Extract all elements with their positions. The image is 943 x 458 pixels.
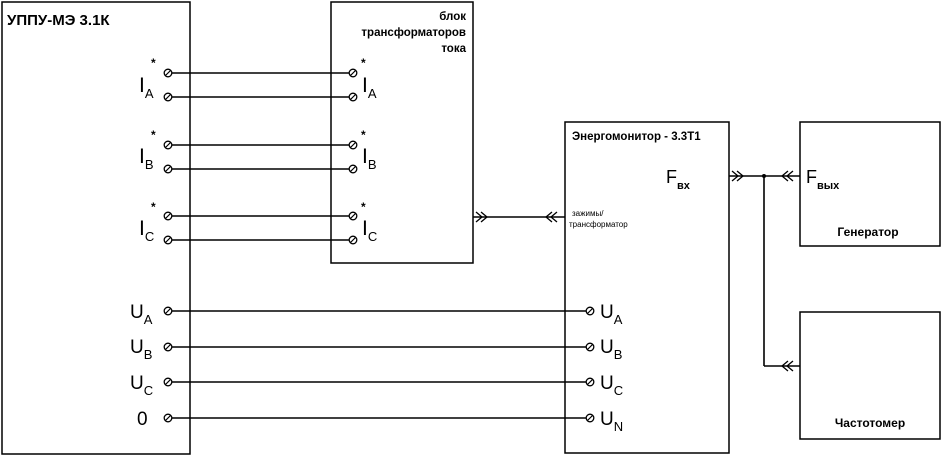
- terminal-icon: [585, 342, 595, 352]
- terminal-icon: [585, 306, 595, 316]
- ct-ic-star: *: [361, 200, 366, 214]
- ct-unit-labels: IA * IB * IC *: [361, 56, 377, 244]
- terminal-icon: [163, 68, 173, 78]
- source-current-terminals: [163, 68, 173, 245]
- source-uc-label: UC: [130, 373, 153, 398]
- monitor-uc-label: UC: [600, 373, 623, 398]
- ct-unit-title-line-2: трансформаторов: [361, 27, 466, 39]
- voltage-wires: [168, 310, 588, 419]
- energomonitor-fin-label: Fвх: [666, 167, 691, 192]
- source-ib-label: IB: [139, 145, 154, 172]
- terminal-icon: [163, 92, 173, 102]
- source-ic-star: *: [151, 200, 156, 214]
- monitor-ub-label: UB: [600, 337, 622, 362]
- freqmeter-input-chevron-icon: [780, 360, 794, 372]
- terminal-icon: [348, 68, 358, 78]
- ct-unit-title-line-1: блок: [439, 11, 466, 23]
- source-ua-label: UA: [130, 302, 153, 327]
- terminal-icon: [585, 413, 595, 423]
- current-wires: [168, 72, 351, 241]
- source-ia-label: IA: [139, 74, 154, 101]
- energomonitor-block: Энергомонитор - 3.3Т1 Fвх зажимы/ трансф…: [564, 121, 730, 454]
- source-ic-label: IC: [139, 217, 154, 244]
- ct-ia-star: *: [361, 56, 366, 70]
- terminal-icon: [163, 377, 173, 387]
- source-block: УППУ-МЭ 3.1К: [1, 1, 191, 455]
- monitor-un-label: UN: [600, 409, 623, 434]
- generator-block: Fвых Генератор: [799, 121, 941, 247]
- energomonitor-input-label-1: зажимы/: [572, 209, 604, 218]
- ct-unit-block: блок трансформаторов тока: [330, 1, 474, 264]
- terminal-icon: [348, 164, 358, 174]
- monitor-voltage-labels: UA UB UC UN: [600, 302, 623, 434]
- ct-unit-title-line-3: тока: [441, 43, 466, 55]
- freqmeter-block: Частотомер: [799, 311, 941, 440]
- energomonitor-title: Энергомонитор - 3.3Т1: [572, 131, 701, 143]
- source-ia-star: *: [151, 56, 156, 70]
- terminal-icon: [163, 413, 173, 423]
- ct-output-chevron-icon: [475, 211, 489, 223]
- terminal-icon: [348, 235, 358, 245]
- ct-to-monitor-connection: [473, 211, 565, 223]
- monitor-input-chevron-icon: [544, 211, 558, 223]
- source-voltage-terminals: [163, 306, 173, 423]
- terminal-icon: [348, 211, 358, 221]
- terminal-icon: [348, 140, 358, 150]
- source-block-title: УППУ-МЭ 3.1К: [7, 12, 110, 29]
- terminal-icon: [348, 92, 358, 102]
- bus-junction-dot: [762, 174, 766, 178]
- generator-title: Генератор: [837, 225, 898, 239]
- fin-output-chevron-icon: [731, 170, 745, 182]
- freqmeter-title: Частотомер: [835, 416, 905, 430]
- ct-ib-star: *: [361, 128, 366, 142]
- generator-input-chevron-icon: [780, 170, 794, 182]
- terminal-icon: [163, 306, 173, 316]
- source-voltage-labels: UA UB UC 0: [130, 302, 153, 430]
- ct-ib-label: IB: [362, 145, 377, 172]
- terminal-icon: [163, 342, 173, 352]
- monitor-voltage-terminals: [585, 306, 595, 423]
- terminal-icon: [163, 235, 173, 245]
- ct-ic-label: IC: [362, 217, 377, 244]
- terminal-icon: [163, 164, 173, 174]
- monitor-ua-label: UA: [600, 302, 623, 327]
- source-ib-star: *: [151, 128, 156, 142]
- source-current-labels: IA * IB * IC *: [139, 56, 156, 244]
- terminal-icon: [163, 211, 173, 221]
- terminal-icon: [585, 377, 595, 387]
- ct-unit-terminals: [348, 68, 358, 245]
- frequency-bus: [729, 170, 800, 372]
- terminal-icon: [163, 140, 173, 150]
- generator-fout-label: Fвых: [806, 167, 840, 192]
- ct-ia-label: IA: [362, 74, 377, 101]
- source-ub-label: UB: [130, 337, 152, 362]
- source-zero-label: 0: [137, 409, 148, 430]
- energomonitor-input-label-2: трансформатор: [569, 220, 628, 229]
